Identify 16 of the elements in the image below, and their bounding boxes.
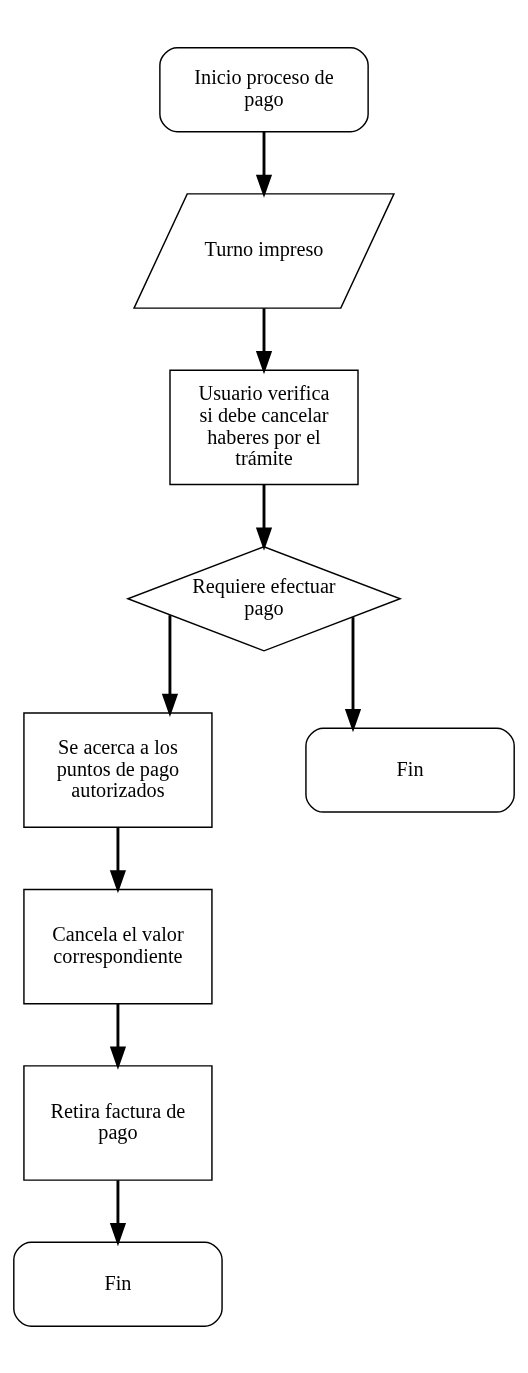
- arrow: [344, 616, 362, 732]
- node-box: Fin: [13, 1241, 223, 1327]
- arrow: [255, 307, 273, 374]
- node-box: Cancela el valor correspondiente: [23, 888, 213, 1004]
- arrow: [109, 826, 127, 893]
- arrow: [109, 1003, 127, 1070]
- arrow: [255, 484, 273, 551]
- arrow: [255, 131, 273, 198]
- node-box: Usuario verifica si debe cancelar haberes por el trámite: [169, 369, 359, 485]
- node-box: Retira factura de pago: [23, 1064, 213, 1181]
- node-box: Se acerca a los puntos de pago autorizados: [23, 711, 213, 828]
- node-box: Inicio proceso de pago: [159, 46, 369, 132]
- arrow: [161, 614, 179, 717]
- arrow: [109, 1179, 127, 1246]
- node-diamond: Requiere efectuar pago: [125, 545, 403, 652]
- node-box: Fin: [305, 727, 515, 813]
